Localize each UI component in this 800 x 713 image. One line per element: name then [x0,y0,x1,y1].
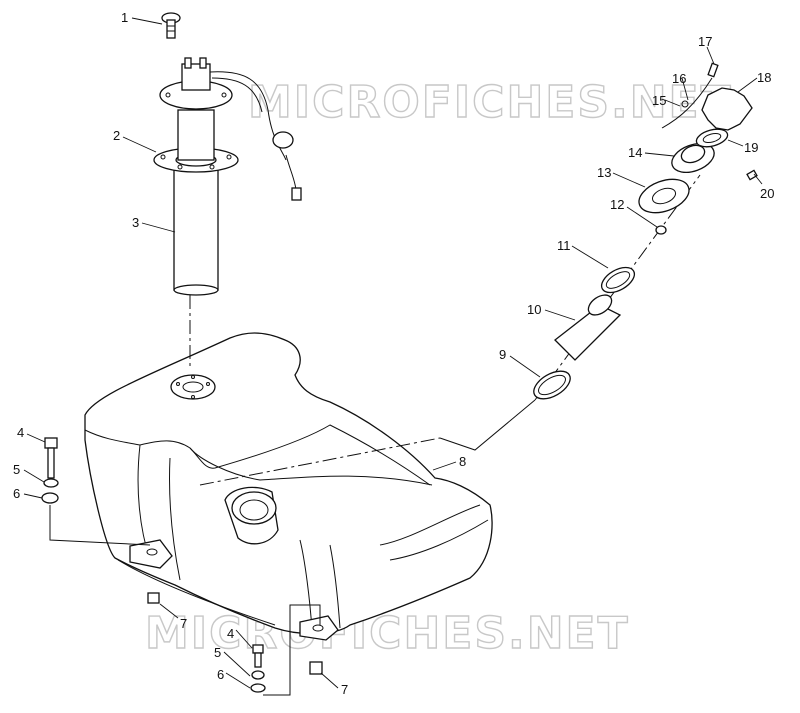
callout-10: 10 [527,302,541,317]
clamp-9 [533,370,571,400]
callout-7-front: 7 [180,616,187,631]
gasket-13 [638,178,690,214]
callouts: 1 2 3 4 5 6 7 8 9 10 11 12 13 14 15 16 1… [13,10,774,697]
callout-6-front: 6 [13,486,20,501]
callout-20: 20 [760,186,774,201]
centerline-filler [199,437,441,486]
bolt-4-front [44,437,58,479]
filler-neck-14 [671,143,715,173]
callout-4-rear: 4 [227,626,234,641]
callout-19: 19 [744,140,758,155]
callout-5-front: 5 [13,462,20,477]
callout-12: 12 [610,197,624,212]
lockwasher-5-rear [251,670,265,680]
callout-7-rear: 7 [341,682,348,697]
fuel-cap-18 [701,87,753,131]
tether-15-16-17 [661,62,719,129]
filler-hose-10 [554,294,622,361]
leader-rear-hardware [263,604,321,696]
watermark-bottom: MICROFICHES.NET [145,608,630,659]
callout-9: 9 [499,347,506,362]
bolt-1 [161,12,181,39]
callout-18: 18 [757,70,771,85]
centerline-cap [534,174,701,401]
washer-6-front [41,492,59,504]
callout-4-front: 4 [17,425,24,440]
bolt-4-rear [252,644,264,668]
callout-1: 1 [121,10,128,25]
clamp-11 [600,266,636,294]
leader-front-hardware [49,505,151,546]
screw-20 [746,169,758,181]
watermark-top: MICROFICHES.NET [248,77,733,128]
callout-5-rear: 5 [214,645,221,660]
lockwasher-5-front [43,478,59,488]
callout-13: 13 [597,165,611,180]
callout-14: 14 [628,145,642,160]
callout-8: 8 [459,454,466,469]
callout-11: 11 [557,238,571,253]
nut-7-rear [309,661,323,675]
cap-seal-19 [695,128,729,148]
nut-7-front [147,592,160,604]
fuel-sender-assembly [153,57,302,296]
centerline-filler-bend [439,399,536,451]
callout-16: 16 [672,71,686,86]
callout-3: 3 [132,215,139,230]
fuel-tank [84,332,493,641]
callout-6-rear: 6 [217,667,224,682]
leader-lines [23,17,763,689]
callout-15: 15 [652,93,666,108]
callout-2: 2 [113,128,120,143]
washer-6-rear [250,683,266,693]
callout-17: 17 [698,34,712,49]
nut-12 [655,225,667,235]
